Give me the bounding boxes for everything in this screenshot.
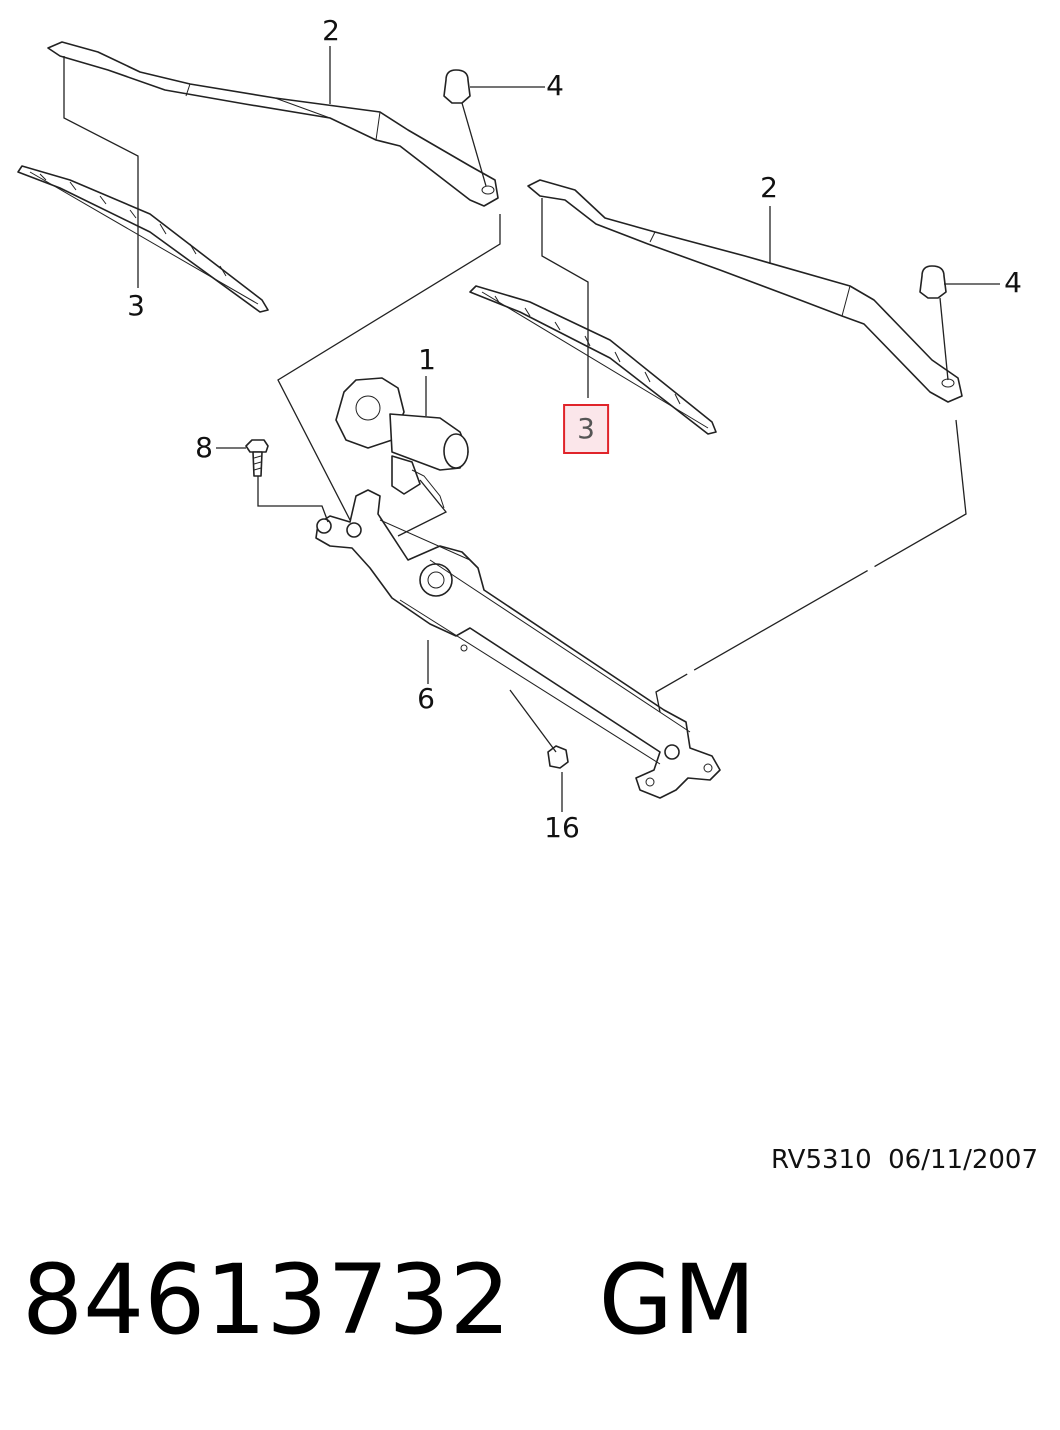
callout-motor: 1 <box>418 343 436 376</box>
callout-nut-right: 4 <box>1004 266 1022 299</box>
wiper-linkage <box>315 489 721 799</box>
brand-name: GM <box>598 1244 756 1356</box>
right-wiper-arm <box>527 179 963 403</box>
drawing-reference: RV5310 06/11/2007 <box>771 1145 1038 1175</box>
right-arm-nut <box>919 265 947 299</box>
mounting-bolt <box>245 439 269 477</box>
callout-arm-right: 2 <box>760 171 778 204</box>
callout-linkage: 6 <box>417 682 435 715</box>
left-wiper-arm <box>47 41 499 207</box>
right-wiper-blade <box>469 285 717 435</box>
leader-lines <box>63 46 1000 812</box>
left-wiper-blade <box>17 165 269 313</box>
grommet-nut <box>547 745 569 769</box>
left-arm-nut <box>443 69 471 104</box>
callout-arm-left: 2 <box>322 14 340 47</box>
callout-bolt: 8 <box>195 431 213 464</box>
part-number: 84613732 <box>22 1244 511 1356</box>
callout-grommet: 16 <box>544 811 580 844</box>
callout-nut-left: 4 <box>546 69 564 102</box>
callout-blade-right-highlighted[interactable]: 3 <box>563 404 609 454</box>
callout-blade-left: 3 <box>127 289 145 322</box>
wiper-motor <box>335 377 469 509</box>
